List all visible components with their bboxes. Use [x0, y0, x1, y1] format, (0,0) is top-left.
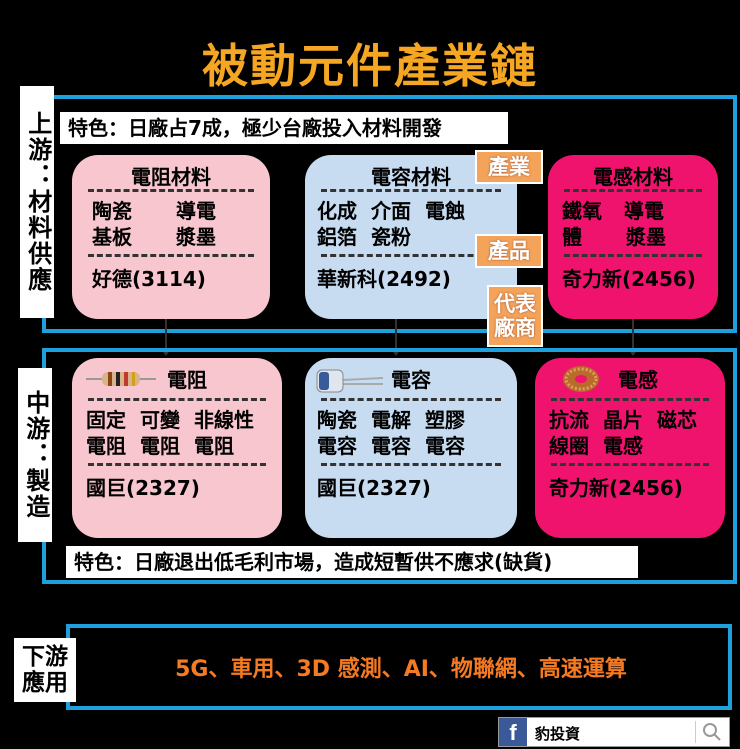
- item: 導電: [624, 199, 664, 223]
- company-name: 國巨(2327): [86, 476, 200, 500]
- resistor-card: 電阻 固定可變非線性 電阻電阻電阻 國巨(2327): [72, 358, 282, 538]
- downstream-label-text: 下游應用: [22, 643, 68, 696]
- divider: [321, 254, 501, 257]
- item: 體: [562, 225, 582, 249]
- inductor-icon: [563, 366, 599, 392]
- divider: [551, 398, 709, 401]
- facebook-letter: f: [509, 720, 517, 745]
- connector-arrow: [165, 319, 167, 349]
- divider: [321, 463, 501, 466]
- divider: [88, 398, 266, 401]
- item: 固定: [86, 408, 126, 432]
- resistor-icon: [86, 372, 156, 386]
- company-name: 奇力新(2456): [562, 267, 696, 291]
- downstream-label: 下游應用: [14, 638, 76, 702]
- item: 介面: [371, 199, 411, 223]
- card-title: 電容材料: [371, 165, 451, 189]
- item: 瓷粉: [371, 225, 411, 249]
- item: 鋁箔: [317, 225, 357, 249]
- item: 導電: [176, 199, 216, 223]
- card-title: 電感: [535, 364, 725, 392]
- tag-representative-company: 代表廠商: [487, 285, 543, 347]
- item: 陶瓷: [317, 408, 357, 432]
- downstream-applications: 5G、車用、3D 感測、AI、物聯網、高速運算: [175, 657, 627, 682]
- facebook-icon: f: [499, 718, 527, 746]
- company-name: 華新科(2492): [317, 267, 451, 291]
- card-title: 電阻: [72, 364, 282, 392]
- item: 線圈: [549, 434, 589, 458]
- connector-arrow: [395, 319, 397, 349]
- item: 漿墨: [626, 225, 666, 249]
- item: 電感: [603, 434, 643, 458]
- card-title-text: 電感: [618, 368, 658, 392]
- capacitor-icon: [316, 369, 383, 393]
- connector-arrow: [632, 319, 634, 349]
- item: 化成: [317, 199, 357, 223]
- inductor-material-card: 電感材料 鐵氧導電 體 漿墨 奇力新(2456): [548, 155, 718, 319]
- company-name: 奇力新(2456): [549, 476, 683, 500]
- inductor-card: 電感 抗流晶片磁芯 線圈電感 奇力新(2456): [535, 358, 725, 538]
- divider: [88, 189, 254, 192]
- divider: [564, 254, 702, 257]
- page-title: 被動元件產業鏈: [202, 39, 538, 93]
- item: 陶瓷: [92, 199, 132, 223]
- item: 電容: [317, 434, 357, 458]
- brand-name: 豹投資: [535, 725, 581, 743]
- company-name: 好德(3114): [92, 267, 206, 291]
- item: 漿墨: [176, 225, 216, 249]
- item: 鐵氧: [562, 199, 602, 223]
- midstream-label: 中游：製造: [18, 368, 52, 542]
- card-title: 電感材料: [593, 165, 673, 189]
- card-title-text: 電容: [391, 368, 431, 392]
- divider: [88, 463, 266, 466]
- card-title: 電阻材料: [131, 165, 211, 189]
- upstream-feature: 特色：日廠占7成，極少台廠投入材料開發: [60, 112, 508, 144]
- item: 電阻: [194, 434, 234, 458]
- magnifier-icon[interactable]: [701, 721, 723, 743]
- divider: [321, 398, 501, 401]
- item: 電阻: [86, 434, 126, 458]
- card-title: 電容: [305, 364, 517, 393]
- item: 晶片: [603, 408, 643, 432]
- capacitor-card: 電容 陶瓷電解塑膠 電容電容電容 國巨(2327): [305, 358, 517, 538]
- item: 可變: [140, 408, 180, 432]
- divider: [551, 463, 709, 466]
- item: 電容: [425, 434, 465, 458]
- facebook-search-bar[interactable]: f 豹投資: [498, 717, 730, 747]
- item: 電容: [371, 434, 411, 458]
- item: 電解: [371, 408, 411, 432]
- item: 電阻: [140, 434, 180, 458]
- company-name: 國巨(2327): [317, 476, 431, 500]
- item: 非線性: [194, 408, 254, 432]
- item: 磁芯: [657, 408, 697, 432]
- arrow-head: [628, 349, 638, 356]
- item: 抗流: [549, 408, 589, 432]
- search-divider: [695, 721, 696, 743]
- tag-industry: 產業: [475, 150, 543, 184]
- card-title-text: 電阻: [167, 368, 207, 392]
- divider: [321, 189, 501, 192]
- item: 基板: [92, 225, 132, 249]
- item: 電蝕: [425, 199, 465, 223]
- divider: [88, 254, 254, 257]
- upstream-label: 上游：材料供應: [20, 86, 54, 318]
- item: 塑膠: [425, 408, 465, 432]
- divider: [564, 189, 702, 192]
- resistor-material-card: 電阻材料 陶瓷 導電 基板 漿墨 好德(3114): [72, 155, 270, 319]
- midstream-feature: 特色：日廠退出低毛利市場，造成短暫供不應求(缺貨): [66, 546, 638, 578]
- tag-product: 產品: [475, 234, 543, 268]
- arrow-head: [161, 349, 171, 356]
- arrow-head: [391, 349, 401, 356]
